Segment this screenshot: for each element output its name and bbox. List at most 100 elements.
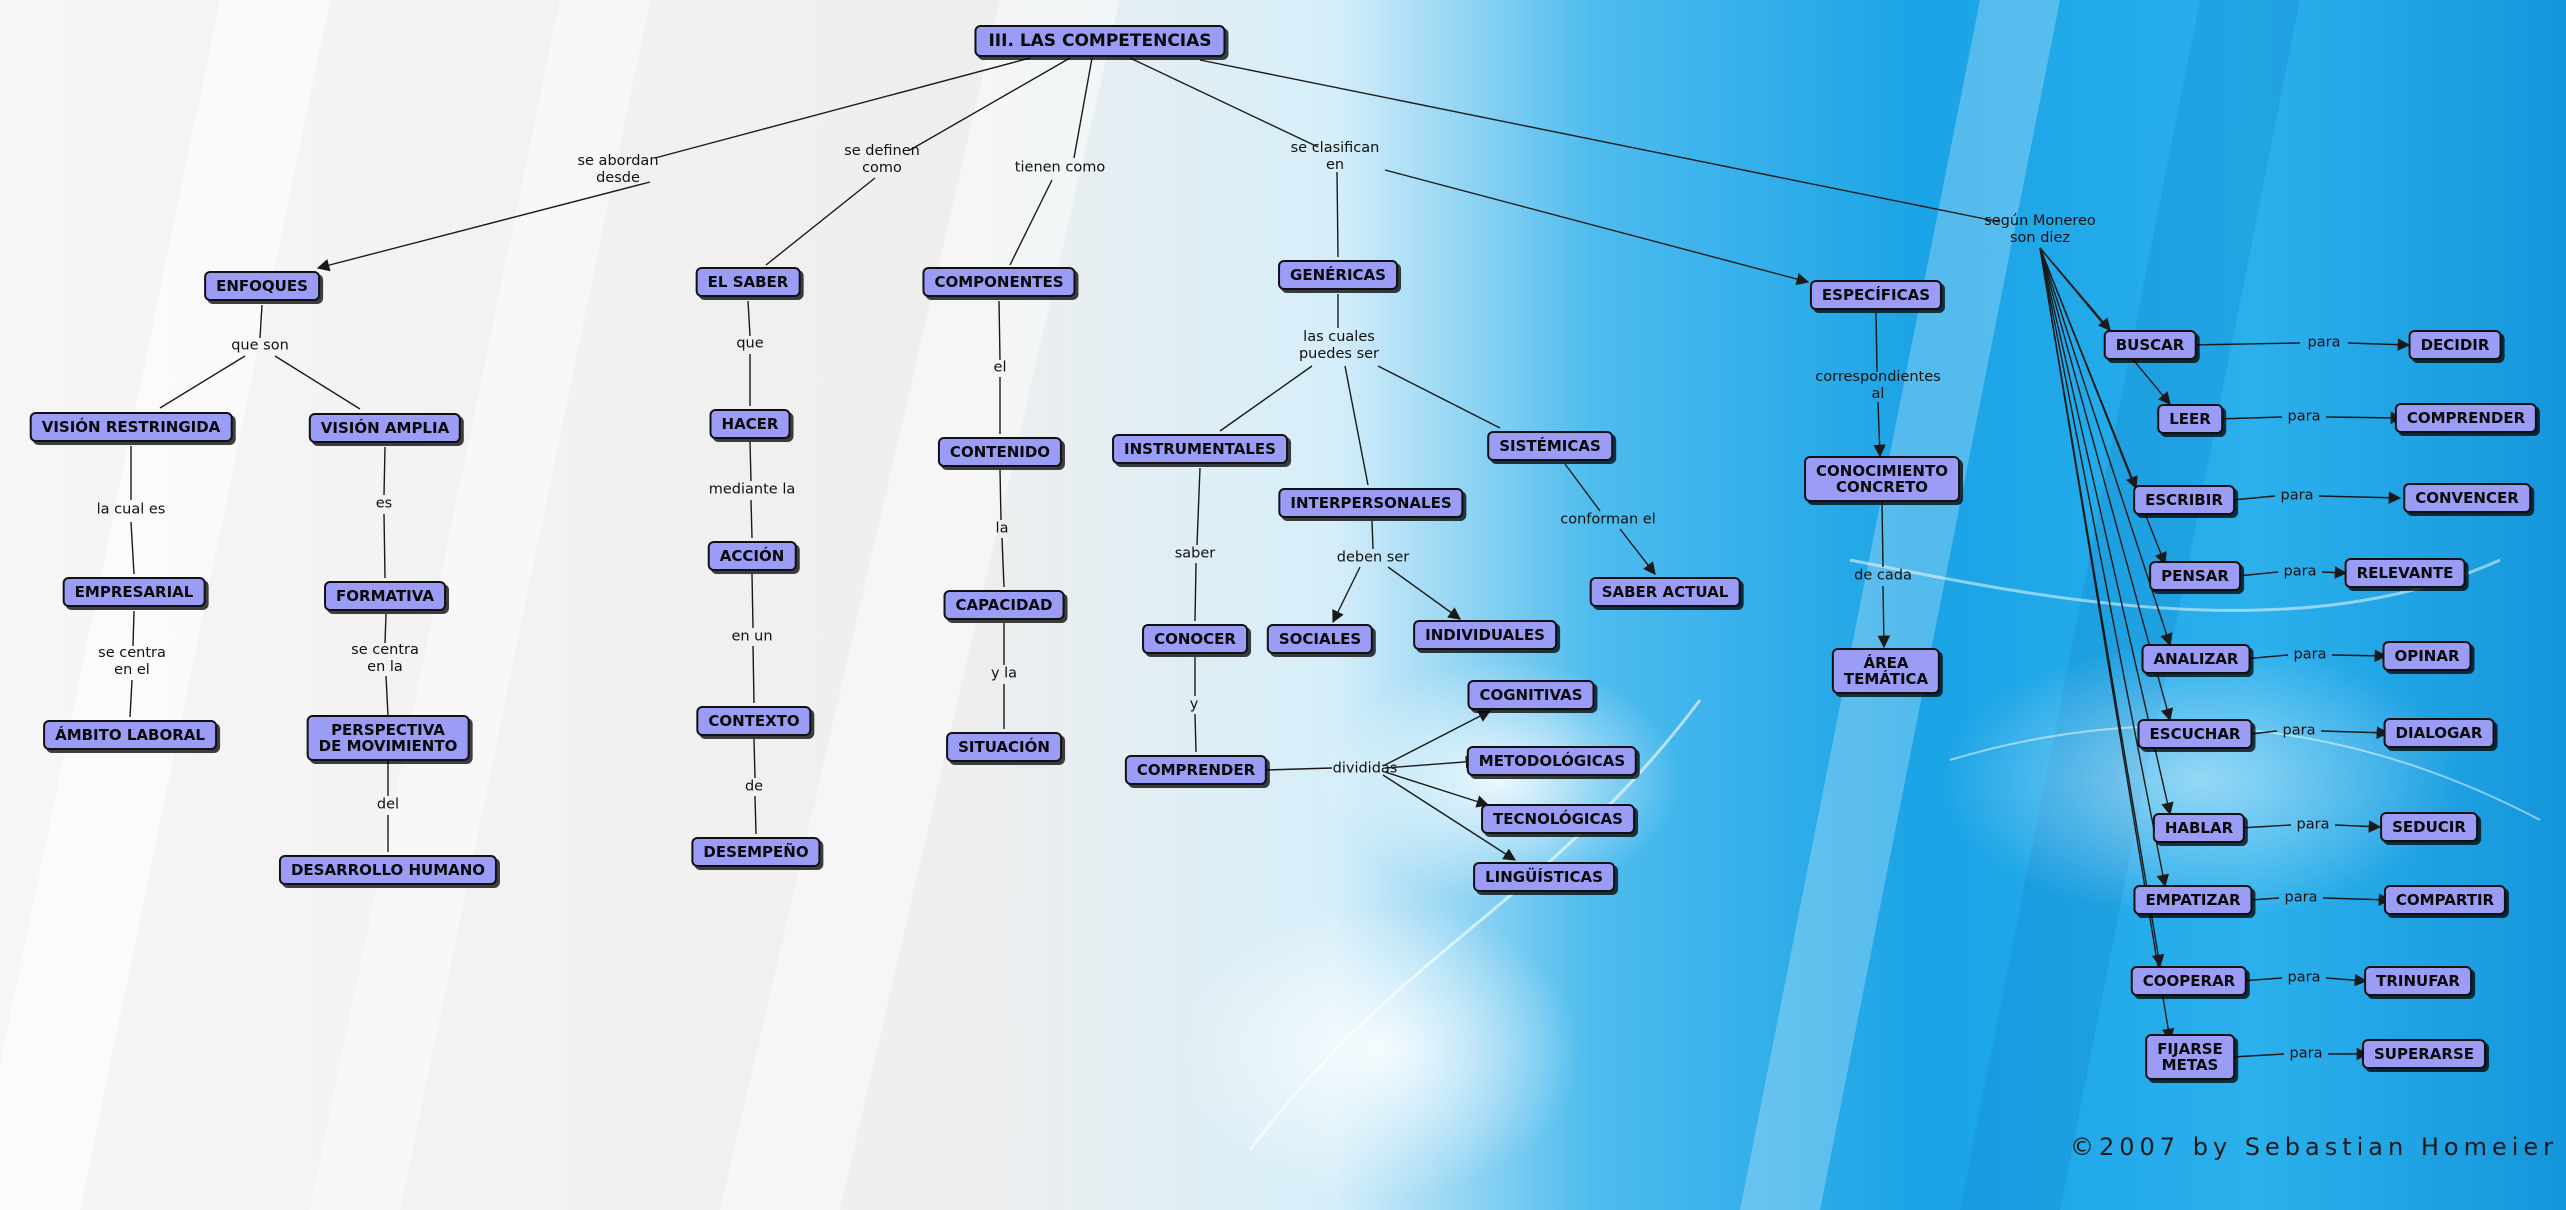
connector-line xyxy=(747,300,751,337)
node-enfoques[interactable]: ENFOQUES xyxy=(204,271,320,301)
node-tecnologicas[interactable]: TECNOLÓGICAS xyxy=(1481,804,1635,834)
node-cognitivas[interactable]: COGNITIVAS xyxy=(1467,680,1595,710)
connector-line xyxy=(129,679,133,718)
connector-line xyxy=(1001,537,1005,588)
node-empatizar[interactable]: EMPATIZAR xyxy=(2133,885,2253,915)
node-fijarse-metas[interactable]: FIJARSE METAS xyxy=(2145,1034,2235,1080)
connector-line xyxy=(1009,179,1053,266)
connector-line xyxy=(2331,649,2388,663)
connector-line xyxy=(765,177,876,266)
node-pensar[interactable]: PENSAR xyxy=(2149,561,2241,591)
node-empresarial[interactable]: EMPRESARIAL xyxy=(62,577,206,607)
connector-line xyxy=(2320,726,2390,739)
connector-line xyxy=(2334,820,2382,833)
node-contenido[interactable]: CONTENIDO xyxy=(937,437,1063,467)
connector-line xyxy=(1387,566,1462,620)
node-desarrollo-humano[interactable]: DESARROLLO HUMANO xyxy=(278,855,498,885)
node-relevante[interactable]: RELEVANTE xyxy=(2344,558,2466,588)
node-especificas[interactable]: ESPECÍFICAS xyxy=(1809,280,1943,310)
node-contexto[interactable]: CONTEXTO xyxy=(696,706,812,736)
node-componentes[interactable]: COMPONENTES xyxy=(922,267,1076,297)
node-buscar[interactable]: BUSCAR xyxy=(2103,330,2197,360)
node-trinufar[interactable]: TRINUFAR xyxy=(2364,966,2472,996)
connector-line xyxy=(754,795,757,835)
connector-line xyxy=(1129,57,1319,148)
connector-line xyxy=(998,300,1001,361)
node-vision-restringida[interactable]: VISIÓN RESTRINGIDA xyxy=(29,412,233,442)
root-node-competencias[interactable]: III. LAS COMPETENCIAS xyxy=(974,25,1226,57)
connector-line xyxy=(2239,977,2283,982)
node-instrumentales[interactable]: INSTRUMENTALES xyxy=(1112,434,1288,464)
connector-line xyxy=(1619,528,1656,575)
connector-line xyxy=(999,469,1002,521)
node-compartir[interactable]: COMPARTIR xyxy=(2383,885,2507,915)
connector-line xyxy=(2249,897,2280,901)
node-metodologicas[interactable]: METODOLÓGICAS xyxy=(1466,746,1638,776)
node-sociales[interactable]: SOCIALES xyxy=(1266,624,1374,654)
connector-line xyxy=(1384,755,1479,769)
node-area-tematica[interactable]: ÁREA TEMÁTICA xyxy=(1831,648,1941,694)
node-comprender-2[interactable]: COMPRENDER xyxy=(2394,403,2538,433)
connector-line xyxy=(749,441,752,482)
connector-line xyxy=(909,57,1071,151)
connector-line xyxy=(753,738,756,779)
node-desempeno[interactable]: DESEMPEÑO xyxy=(691,837,821,867)
node-dialogar[interactable]: DIALOGAR xyxy=(2383,718,2495,748)
connector-line xyxy=(2321,566,2348,579)
connector-line xyxy=(2322,893,2392,906)
node-decidir[interactable]: DECIDIR xyxy=(2408,330,2502,360)
node-vision-amplia[interactable]: VISIÓN AMPLIA xyxy=(308,413,462,443)
connector-line xyxy=(1219,365,1313,432)
connector-line xyxy=(1881,501,1884,568)
node-comprender[interactable]: COMPRENDER xyxy=(1124,755,1268,785)
node-escribir[interactable]: ESCRIBIR xyxy=(2133,485,2235,515)
node-cooperar[interactable]: COOPERAR xyxy=(2130,966,2248,996)
connector-line xyxy=(2239,824,2292,829)
connector-line xyxy=(1384,771,1490,808)
node-saber-actual[interactable]: SABER ACTUAL xyxy=(1589,577,1741,607)
node-el-saber[interactable]: EL SABER xyxy=(695,267,801,297)
connector-line xyxy=(752,645,755,704)
node-superarse[interactable]: SUPERARSE xyxy=(2362,1039,2486,1069)
node-accion[interactable]: ACCIÓN xyxy=(707,541,797,571)
connector-line xyxy=(2325,973,2368,987)
connector-line xyxy=(316,181,651,272)
node-linguisticas[interactable]: LINGÜÍSTICAS xyxy=(1473,862,1615,892)
connector-line xyxy=(1196,467,1201,546)
node-conocimiento-concreto[interactable]: CONOCIMIENTO CONCRETO xyxy=(1804,456,1960,502)
node-convencer[interactable]: CONVENCER xyxy=(2403,483,2531,513)
connector-line xyxy=(1382,774,1517,861)
connector-line xyxy=(1377,365,1501,429)
connector-line xyxy=(2189,342,2301,346)
node-analizar[interactable]: ANALIZAR xyxy=(2141,644,2251,674)
connector-line xyxy=(2249,730,2278,735)
connector-line xyxy=(2039,247,2167,566)
node-conocer[interactable]: CONOCER xyxy=(1142,624,1248,654)
node-capacidad[interactable]: CAPACIDAD xyxy=(943,590,1065,620)
node-leer[interactable]: LEER xyxy=(2157,404,2223,434)
connector-line xyxy=(1332,566,1361,624)
node-perspectiva[interactable]: PERSPECTIVA DE MOVIMIENTO xyxy=(306,715,470,761)
connector-line xyxy=(1073,57,1093,159)
connector-line xyxy=(130,521,135,575)
node-escuchar[interactable]: ESCUCHAR xyxy=(2137,719,2253,749)
node-genericas[interactable]: GENÉRICAS xyxy=(1278,260,1398,290)
node-formativa[interactable]: FORMATIVA xyxy=(324,581,446,611)
node-hacer[interactable]: HACER xyxy=(709,409,791,439)
node-interpersonales[interactable]: INTERPERSONALES xyxy=(1278,488,1464,518)
node-situacion[interactable]: SITUACIÓN xyxy=(946,732,1062,762)
node-ambito-laboral[interactable]: ÁMBITO LABORAL xyxy=(43,720,217,750)
connector-line xyxy=(259,304,263,339)
node-individuales[interactable]: INDIVIDUALES xyxy=(1413,620,1557,650)
node-seducir[interactable]: SEDUCIR xyxy=(2380,812,2478,842)
connector-line xyxy=(159,355,246,409)
node-hablar[interactable]: HABLAR xyxy=(2152,813,2246,843)
connector-line xyxy=(1382,710,1492,767)
connector-line xyxy=(1873,401,1886,458)
connector-line xyxy=(2215,416,2283,420)
connector-line xyxy=(2325,411,2404,425)
node-opinar[interactable]: OPINAR xyxy=(2382,641,2472,671)
node-sistemicas[interactable]: SISTÉMICAS xyxy=(1487,431,1613,461)
